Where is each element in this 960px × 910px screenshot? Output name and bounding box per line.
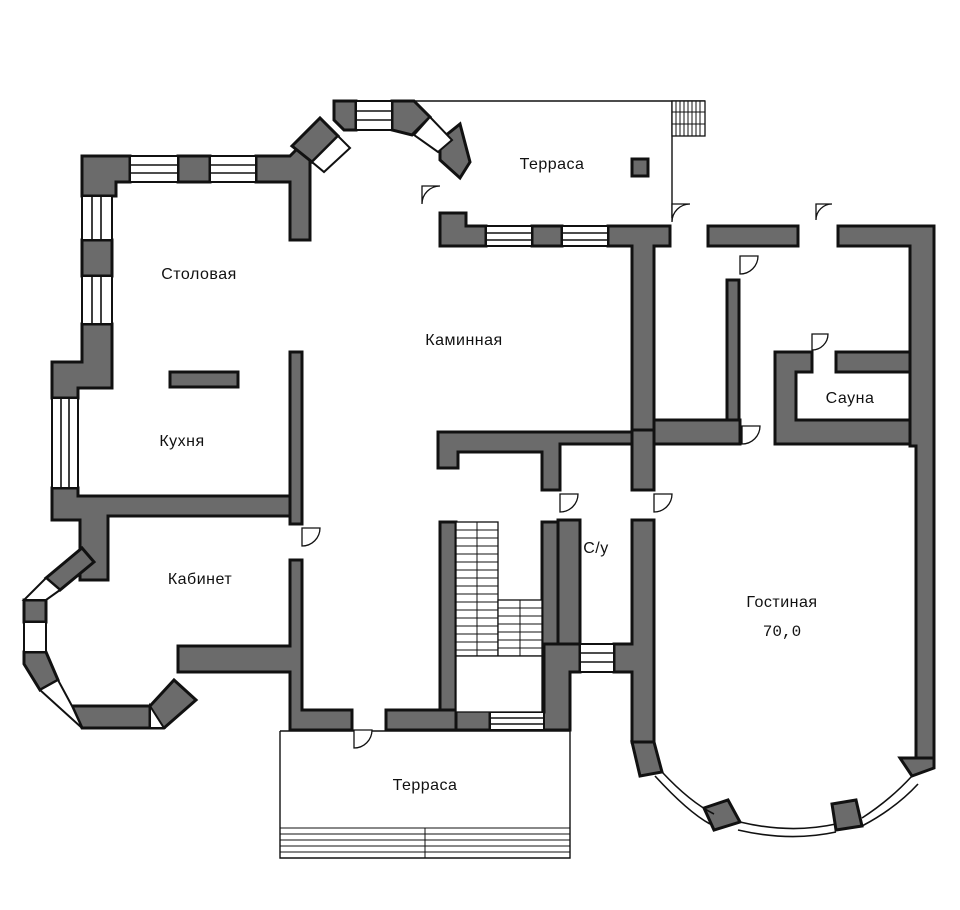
terrace-post [630,157,650,178]
bottom-terrace-outline [279,730,571,859]
door-top-terrace [421,185,441,205]
door-bottom-terrace [353,729,373,749]
bottom-terrace-steps [280,827,570,858]
door-sauna [811,333,829,351]
label-kitchen: Кухня [159,433,204,450]
label-terrace-bottom: Терраса [393,777,458,794]
label-study: Кабинет [168,571,233,588]
door-corridor-right [739,255,759,275]
door-living [653,493,673,513]
label-fireplace: Каминная [425,332,502,349]
top-terrace-outline [405,100,706,218]
label-bathroom: С/у [583,540,609,557]
doors [301,185,833,749]
top-terrace-stairs [671,100,706,137]
door-study [301,527,321,547]
door-bathroom [559,493,579,513]
door-right-top [815,203,833,221]
label-dining: Столовая [161,266,237,283]
staircase [455,521,543,713]
door-living-top [741,425,761,445]
label-living-area: 70,0 [763,623,801,641]
room-labels: Терраса Столовая Каминная Сауна Кухня Ка… [159,156,874,794]
label-living: Гостиная [746,594,817,611]
label-sauna: Сауна [826,390,875,407]
windows [21,100,919,838]
label-terrace-top: Терраса [520,156,585,173]
door-corridor-top [671,203,691,223]
